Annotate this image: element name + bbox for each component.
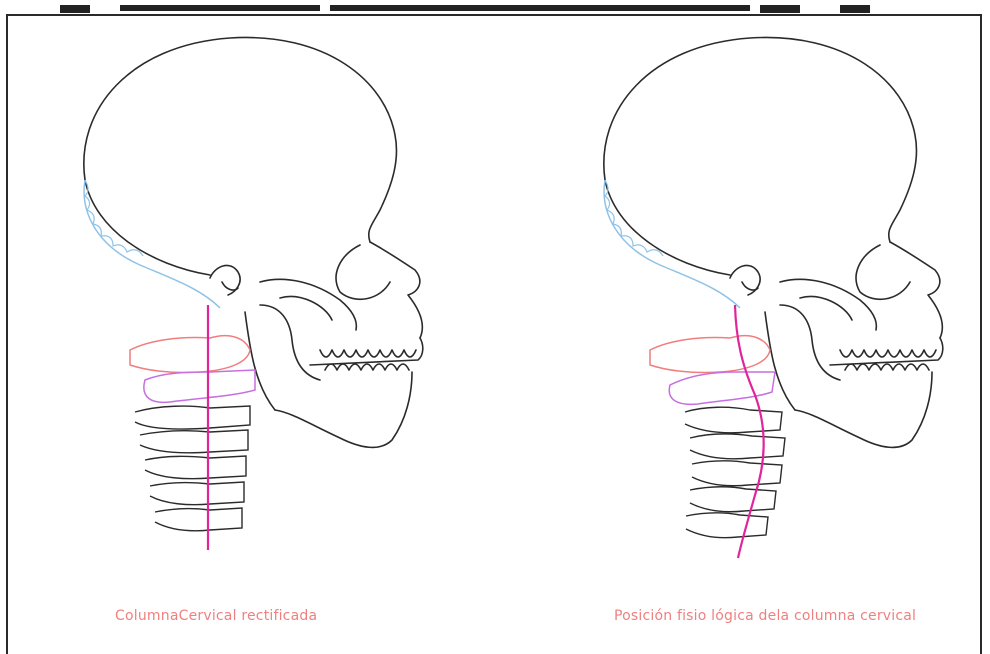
right-illustration (560, 20, 980, 580)
occipital-suture-left (85, 180, 143, 256)
occipital-bone-outline-right (604, 180, 740, 308)
cervical-vertebrae-right (685, 407, 785, 538)
caption-rectified-spine: ColumnaCervical rectificada (115, 608, 317, 624)
axis-vertebra-right (669, 372, 775, 404)
top-banner-strip (0, 0, 990, 10)
skull-rectified-spine-drawing (40, 20, 480, 580)
atlas-vertebra-left (130, 336, 250, 373)
skull-outline-left (84, 37, 423, 447)
skull-physiological-spine-drawing (560, 20, 980, 580)
caption-physiological-spine: Posición fisio lógica dela columna cervi… (614, 608, 916, 624)
cervical-vertebrae-left (135, 406, 250, 531)
left-illustration (40, 20, 480, 580)
atlas-vertebra-right (650, 336, 770, 373)
occipital-bone-outline-left (84, 180, 220, 308)
axis-vertebra-left (144, 370, 255, 402)
occipital-suture-right (605, 180, 663, 256)
